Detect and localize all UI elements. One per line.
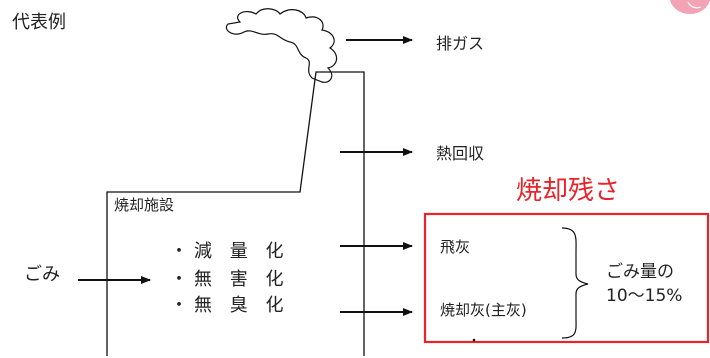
residue-ratio-line2: 10〜15%: [606, 286, 683, 306]
input-label: ごみ: [24, 264, 60, 285]
output-heat-label: 熱回収: [436, 144, 485, 163]
stray-dot: [472, 338, 476, 342]
flower-ornament-icon: [670, 0, 710, 14]
residue-item-bottomash: 焼却灰(主灰): [440, 301, 527, 319]
output-exhaust-label: 排ガス: [436, 34, 485, 53]
residue-box: [423, 212, 710, 344]
benefit-item: ・無 臭 化: [170, 295, 290, 316]
residue-item-flyash: 飛灰: [440, 238, 471, 256]
residue-ratio-line1: ごみ量の: [606, 262, 674, 282]
page-heading: 代表例: [12, 12, 66, 33]
flower-ornament-petal: [687, 1, 702, 9]
residue-title: 焼却残さ: [516, 176, 621, 206]
facility-label: 焼却施設: [114, 196, 175, 214]
residue-brace: [561, 227, 589, 339]
benefit-item: ・無 害 化: [170, 269, 290, 290]
facility-outline: [106, 71, 365, 356]
benefit-item: ・減 量 化: [170, 241, 290, 262]
smoke-cloud-icon: [225, 8, 338, 83]
